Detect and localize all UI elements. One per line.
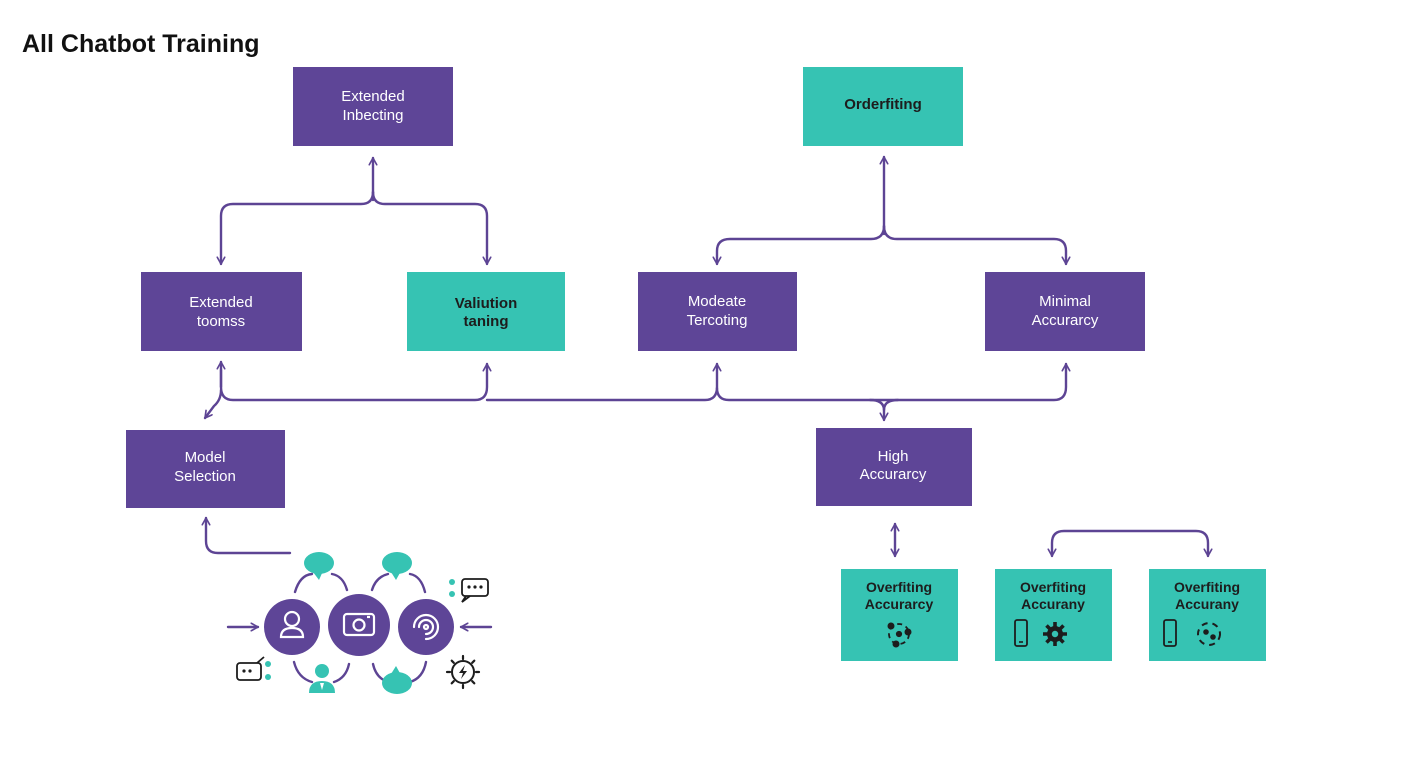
arrow-to-model-selection bbox=[203, 388, 223, 420]
molecule-icon bbox=[887, 622, 912, 648]
gear-icon bbox=[1043, 622, 1067, 646]
card-overfiting-accurany-3: Overfiting Accurany bbox=[1149, 569, 1266, 661]
bus-join-right bbox=[882, 398, 900, 412]
svg-text:Valiution: Valiution bbox=[455, 295, 518, 312]
arrow-to-valiution-taning bbox=[371, 190, 487, 266]
phone-icon bbox=[1014, 619, 1028, 647]
arrow-bus-minimal bbox=[715, 362, 1066, 402]
chat-bubble-icon bbox=[382, 552, 412, 580]
arrow-bus-high-accurarcy bbox=[868, 398, 884, 422]
node-modeate-tercoting: Modeate Tercoting bbox=[638, 272, 797, 351]
arrow-to-minimal-accurarcy bbox=[882, 224, 1066, 266]
gear-icon bbox=[445, 654, 481, 690]
svg-text:Modeate: Modeate bbox=[688, 293, 746, 310]
arrow-bus-valiution bbox=[219, 362, 487, 402]
svg-text:Tercoting: Tercoting bbox=[687, 312, 748, 329]
svg-text:Accurarcy: Accurarcy bbox=[860, 466, 927, 483]
svg-text:Overfiting: Overfiting bbox=[1020, 579, 1086, 595]
phone-icon bbox=[1163, 619, 1177, 647]
svg-text:Overfiting: Overfiting bbox=[866, 579, 932, 595]
connectors bbox=[203, 155, 1208, 627]
svg-text:Accurarcy: Accurarcy bbox=[865, 596, 934, 612]
node-minimal-accurarcy: Minimal Accurarcy bbox=[985, 272, 1145, 351]
svg-text:Orderfiting: Orderfiting bbox=[844, 96, 922, 113]
message-icon bbox=[449, 578, 489, 603]
arrow-cluster-to-model-selection bbox=[206, 516, 292, 555]
node-high-accurarcy: High Accurarcy bbox=[816, 428, 972, 506]
svg-text:Accurany: Accurany bbox=[1021, 596, 1085, 612]
svg-text:Extended: Extended bbox=[341, 88, 404, 105]
dotted-circle-icon bbox=[1197, 622, 1221, 646]
card-overfiting-accurany-2: Overfiting Accurany bbox=[995, 569, 1112, 661]
svg-text:toomss: toomss bbox=[197, 313, 245, 330]
arrow-bus-modeate bbox=[485, 362, 717, 402]
svg-text:Model: Model bbox=[185, 449, 226, 466]
arrow-bracket-cards bbox=[1052, 529, 1208, 558]
user-icon bbox=[279, 610, 305, 639]
svg-text:Inbecting: Inbecting bbox=[343, 107, 404, 124]
arrow-to-extended-toomss bbox=[221, 190, 375, 266]
node-valiution-taning: Valiution taning bbox=[407, 272, 565, 351]
user-circle bbox=[264, 599, 320, 655]
diagram-title: All Chatbot Training bbox=[22, 30, 260, 58]
node-model-selection: Model Selection bbox=[126, 430, 285, 508]
user-icon bbox=[309, 664, 335, 693]
card-overfiting-accurarcy: Overfiting Accurarcy bbox=[841, 569, 958, 661]
svg-text:Accurarcy: Accurarcy bbox=[1032, 312, 1099, 329]
node-orderfiting: Orderfiting bbox=[803, 67, 963, 146]
swirl-circle bbox=[398, 599, 454, 655]
icon-cluster bbox=[236, 552, 489, 694]
svg-text:Accurany: Accurany bbox=[1175, 596, 1239, 612]
node-extended-toomss: Extended toomss bbox=[141, 272, 302, 351]
message-icon bbox=[236, 656, 271, 681]
svg-text:Minimal: Minimal bbox=[1039, 293, 1091, 310]
svg-text:High: High bbox=[878, 448, 909, 465]
chat-bubble-icon bbox=[382, 666, 412, 694]
svg-text:Extended: Extended bbox=[189, 294, 252, 311]
svg-text:Overfiting: Overfiting bbox=[1174, 579, 1240, 595]
camera-icon bbox=[342, 612, 376, 637]
chat-bubble-icon bbox=[304, 552, 334, 580]
svg-text:taning: taning bbox=[464, 313, 509, 330]
swirl-icon bbox=[412, 613, 440, 641]
node-extended-inbecting: Extended Inbecting bbox=[293, 67, 453, 146]
svg-text:Selection: Selection bbox=[174, 468, 236, 485]
arrow-to-modeate-tercoting bbox=[717, 224, 886, 266]
camera-circle bbox=[328, 594, 390, 656]
